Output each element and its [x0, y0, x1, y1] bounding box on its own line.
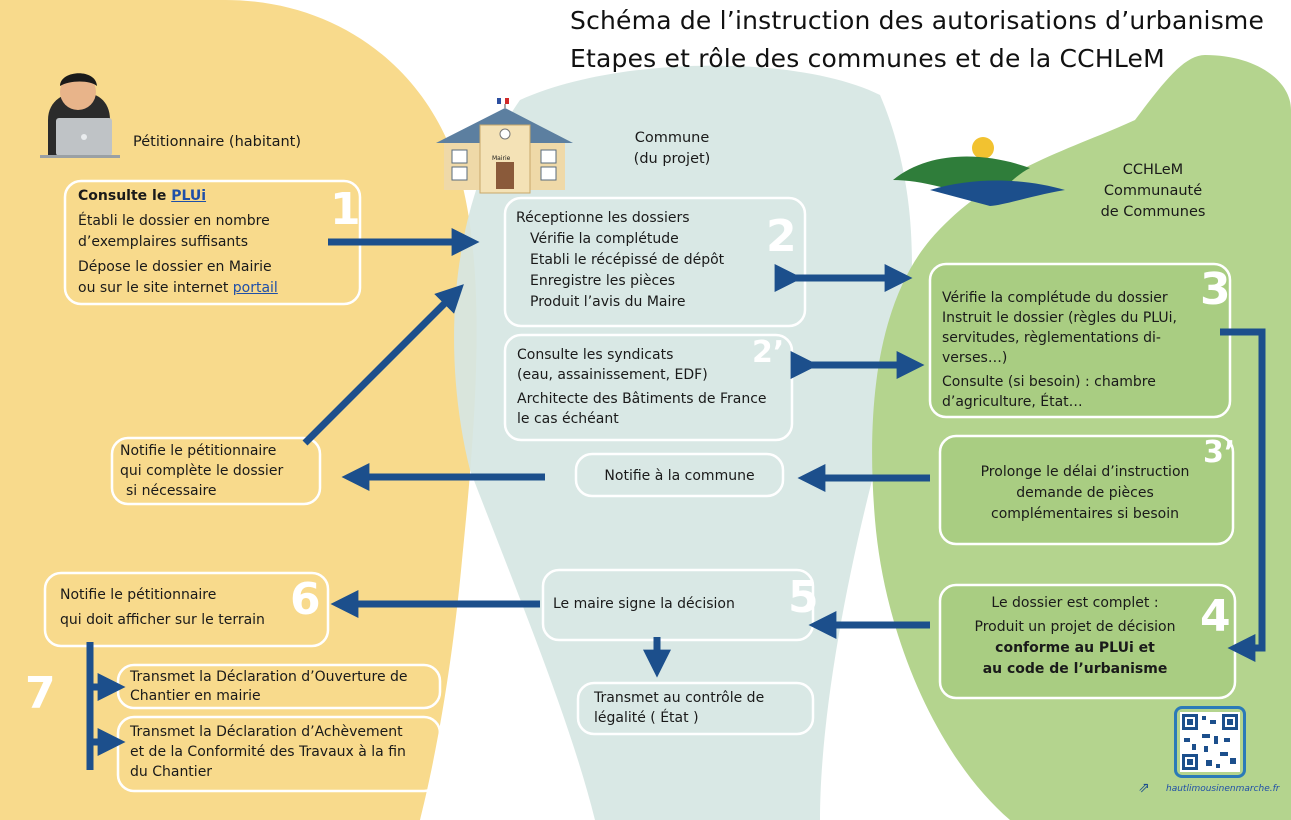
notify-commune-text: Notifie à la commune — [604, 468, 755, 484]
step-number-2: 2 — [766, 211, 797, 262]
step2b-text: Consulte les syndicats (eau, assainissem… — [517, 347, 767, 427]
title-line1: Schéma de l’instruction des autorisation… — [570, 6, 1265, 35]
cursor-icon: ⇗ — [1138, 780, 1150, 796]
step7-b-text: Transmet la Déclaration d’Achèvement et … — [130, 724, 406, 780]
qr-code — [1180, 712, 1240, 772]
step-number-4: 4 — [1200, 591, 1231, 642]
step3-text: Vérifie la complétude du dossier Instrui… — [942, 290, 1177, 410]
step-number-6: 6 — [290, 574, 321, 625]
website-link[interactable]: hautlimousinenmarche.fr — [1166, 784, 1280, 794]
commune-label: Commune (du projet) — [633, 130, 711, 167]
notify-petitionnaire-text: Notifie le pétitionnaire qui complète le… — [120, 443, 284, 499]
step-number-3: 3 — [1200, 264, 1231, 315]
person-icon — [40, 73, 120, 158]
petitionnaire-label: Pétitionnaire (habitant) — [133, 134, 301, 150]
title-line2: Etapes et rôle des communes et de la CCH… — [570, 44, 1165, 73]
commune-region — [454, 65, 912, 820]
cchlem-logo — [893, 137, 1065, 206]
step-number-3b: 3’ — [1203, 435, 1236, 470]
step5-text: Le maire signe la décision — [553, 596, 735, 612]
step-number-2b: 2’ — [752, 335, 785, 370]
flow-arrows — [86, 228, 1266, 770]
step-number-5: 5 — [788, 572, 819, 623]
step3b-text: Prolonge le délai d’instruction demande … — [980, 464, 1190, 522]
step4-text: Le dossier est complet : Produit un proj… — [974, 595, 1176, 677]
step-number-7: 7 — [25, 668, 56, 719]
legalite-text: Transmet au contrôle de légalité ( État … — [594, 690, 765, 726]
step-number-1: 1 — [330, 184, 361, 235]
town-hall-icon — [436, 98, 573, 194]
cchlem-label: CCHLeM Communauté de Communes — [1100, 162, 1206, 220]
qr-code-frame — [1174, 706, 1246, 778]
mairie-sign: Mairie — [492, 155, 511, 162]
step1-text: Consulte le PLUi Établi le dossier en no… — [78, 188, 278, 296]
step1-title: Consulte le PLUi — [78, 188, 207, 204]
plui-link[interactable]: PLUi — [171, 188, 207, 204]
step6-text: Notifie le pétitionnaire qui doit affich… — [60, 587, 265, 628]
portail-link[interactable]: portail — [232, 280, 278, 296]
step7-a-text: Transmet la Déclaration d’Ouverture de C… — [130, 669, 408, 704]
step2-text: Réceptionne les dossiers Vérifie la comp… — [516, 210, 725, 310]
